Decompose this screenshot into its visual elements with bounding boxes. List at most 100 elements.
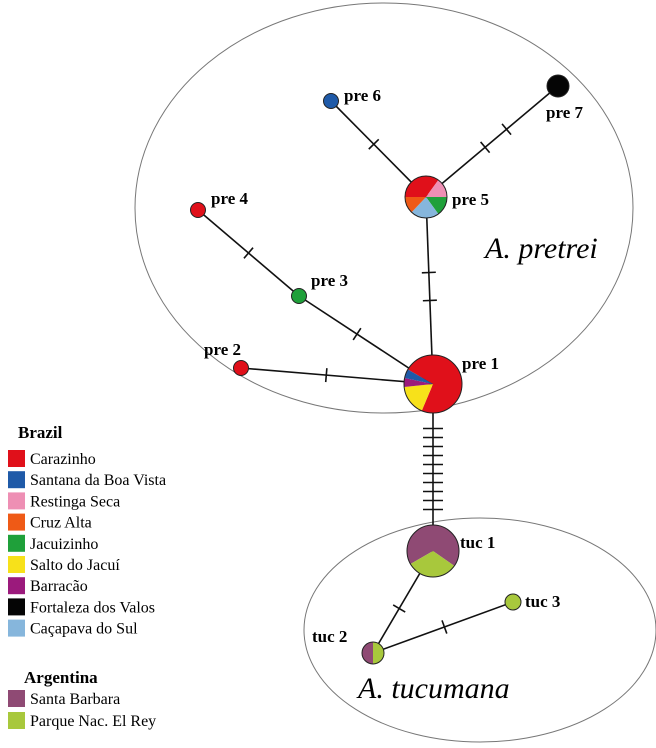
mutation-tick xyxy=(421,271,436,274)
legend-label: Parque Nac. El Rey xyxy=(30,713,156,730)
legend-heading-brazil: Brazil xyxy=(18,423,63,442)
haplotype-pre6: pre 6 xyxy=(323,86,381,109)
pie-slice xyxy=(404,369,433,384)
legend-item: Salto do Jacuí xyxy=(8,556,120,574)
haplotype-label: pre 1 xyxy=(462,354,499,373)
edges-layer xyxy=(197,85,559,654)
legend-item: Restinga Seca xyxy=(8,492,120,510)
pie-slice xyxy=(405,176,439,197)
haplotype-label: tuc 2 xyxy=(312,627,347,646)
pie-slice xyxy=(546,74,570,98)
pie-slice xyxy=(323,93,339,109)
haplotype-label: pre 5 xyxy=(452,190,489,209)
legend-label: Jacuizinho xyxy=(30,536,98,553)
edge-tuc2-tuc3 xyxy=(372,601,514,654)
legend-item: Santana da Boa Vista xyxy=(8,471,166,489)
legend-swatch xyxy=(8,577,25,595)
mutation-tick xyxy=(392,604,406,613)
pie-slice xyxy=(190,202,206,218)
haplotype-tuc2: tuc 2 xyxy=(312,627,385,665)
pie-slice xyxy=(291,288,307,304)
pie-slice xyxy=(362,642,373,664)
pie-slice xyxy=(404,384,433,411)
pie-slice xyxy=(426,180,447,197)
haplotype-pre7: pre 7 xyxy=(546,74,583,122)
legend-swatch xyxy=(8,534,25,552)
legend-swatch xyxy=(8,471,25,489)
group-label-tucumana: A. tucumana xyxy=(356,672,510,705)
pie-slice xyxy=(406,525,460,566)
group-ellipse-tucumana xyxy=(303,517,656,743)
legend-item: Caçapava do Sul xyxy=(8,619,138,638)
nodes-layer: pre 1 pre 2 pre 3 pre 4 pre 5 pre 6 pre 7 tuc 1… xyxy=(190,74,583,665)
haplotype-tuc1: tuc 1 xyxy=(406,524,495,578)
edge-pre5-pre6 xyxy=(330,100,427,198)
haplotype-pre2: pre 2 xyxy=(204,340,249,376)
mutation-tick xyxy=(324,368,328,383)
haplotype-label: pre 3 xyxy=(311,271,348,290)
edge-pre1-pre5 xyxy=(421,196,437,385)
pie-slice xyxy=(373,642,384,664)
haplotype-label: pre 2 xyxy=(204,340,241,359)
haplotype-label: tuc 1 xyxy=(460,533,495,552)
mutation-tick xyxy=(243,247,254,259)
legend-item: Barracão xyxy=(8,577,88,595)
legend-label: Carazinho xyxy=(30,451,96,468)
legend-label: Santa Barbara xyxy=(30,691,120,708)
mutation-tick xyxy=(422,299,437,302)
mutation-tick xyxy=(352,327,362,341)
pie-slice xyxy=(404,377,433,388)
legend-item: Cruz Alta xyxy=(8,513,92,532)
legend-item: Fortaleza dos Valos xyxy=(8,598,155,616)
mutation-tick xyxy=(368,138,380,150)
legend-label: Salto do Jacuí xyxy=(30,557,120,574)
group-label-pretrei: A. pretrei xyxy=(483,232,598,265)
legend-swatch xyxy=(8,492,25,510)
legend-heading-argentina: Argentina xyxy=(24,668,98,687)
legend-label: Restinga Seca xyxy=(30,493,120,510)
legend-label: Caçapava do Sul xyxy=(30,621,138,638)
legend-swatch xyxy=(8,556,25,573)
mutation-tick xyxy=(479,141,491,154)
haplotype-label: pre 4 xyxy=(211,189,248,208)
legend-label: Barracão xyxy=(30,578,88,595)
pie-slice xyxy=(426,197,447,214)
pie-slice xyxy=(504,593,522,611)
edge-pre5-pre7 xyxy=(425,85,559,198)
legend-item: Parque Nac. El Rey xyxy=(8,712,156,730)
legend-label: Cruz Alta xyxy=(30,515,92,532)
haplotype-pre4: pre 4 xyxy=(190,189,248,218)
legend-swatch xyxy=(8,690,25,707)
haplotype-tuc3: tuc 3 xyxy=(504,592,560,611)
edge-pre1-pre2 xyxy=(240,367,434,385)
pie-slice xyxy=(407,355,462,413)
legend-item: Carazinho xyxy=(8,450,96,468)
group-ellipse-pretrei xyxy=(134,2,634,414)
legend-item: Santa Barbara xyxy=(8,690,120,708)
haplotype-label: tuc 3 xyxy=(525,592,560,611)
haplotype-pre1: pre 1 xyxy=(403,354,499,414)
haplotype-pre5: pre 5 xyxy=(404,175,489,219)
legend-swatch xyxy=(8,513,25,531)
mutation-tick xyxy=(501,123,512,136)
pie-slice xyxy=(405,197,426,213)
pie-slice xyxy=(233,360,249,376)
legend-swatch xyxy=(8,619,25,637)
mutation-tick xyxy=(441,620,448,634)
haplotype-label: pre 7 xyxy=(546,103,583,122)
edge-pre3-pre4 xyxy=(197,209,300,297)
legend-label: Santana da Boa Vista xyxy=(30,472,166,489)
legend-label: Fortaleza dos Valos xyxy=(30,599,155,616)
legend-swatch xyxy=(8,450,25,467)
legend-swatch xyxy=(8,598,25,616)
pie-slice xyxy=(411,197,439,218)
haplotype-pre3: pre 3 xyxy=(291,271,348,304)
legend-item: Jacuizinho xyxy=(8,534,98,553)
haplotype-label: pre 6 xyxy=(344,86,381,105)
pie-slice xyxy=(410,551,455,577)
legend-swatch xyxy=(8,712,25,729)
